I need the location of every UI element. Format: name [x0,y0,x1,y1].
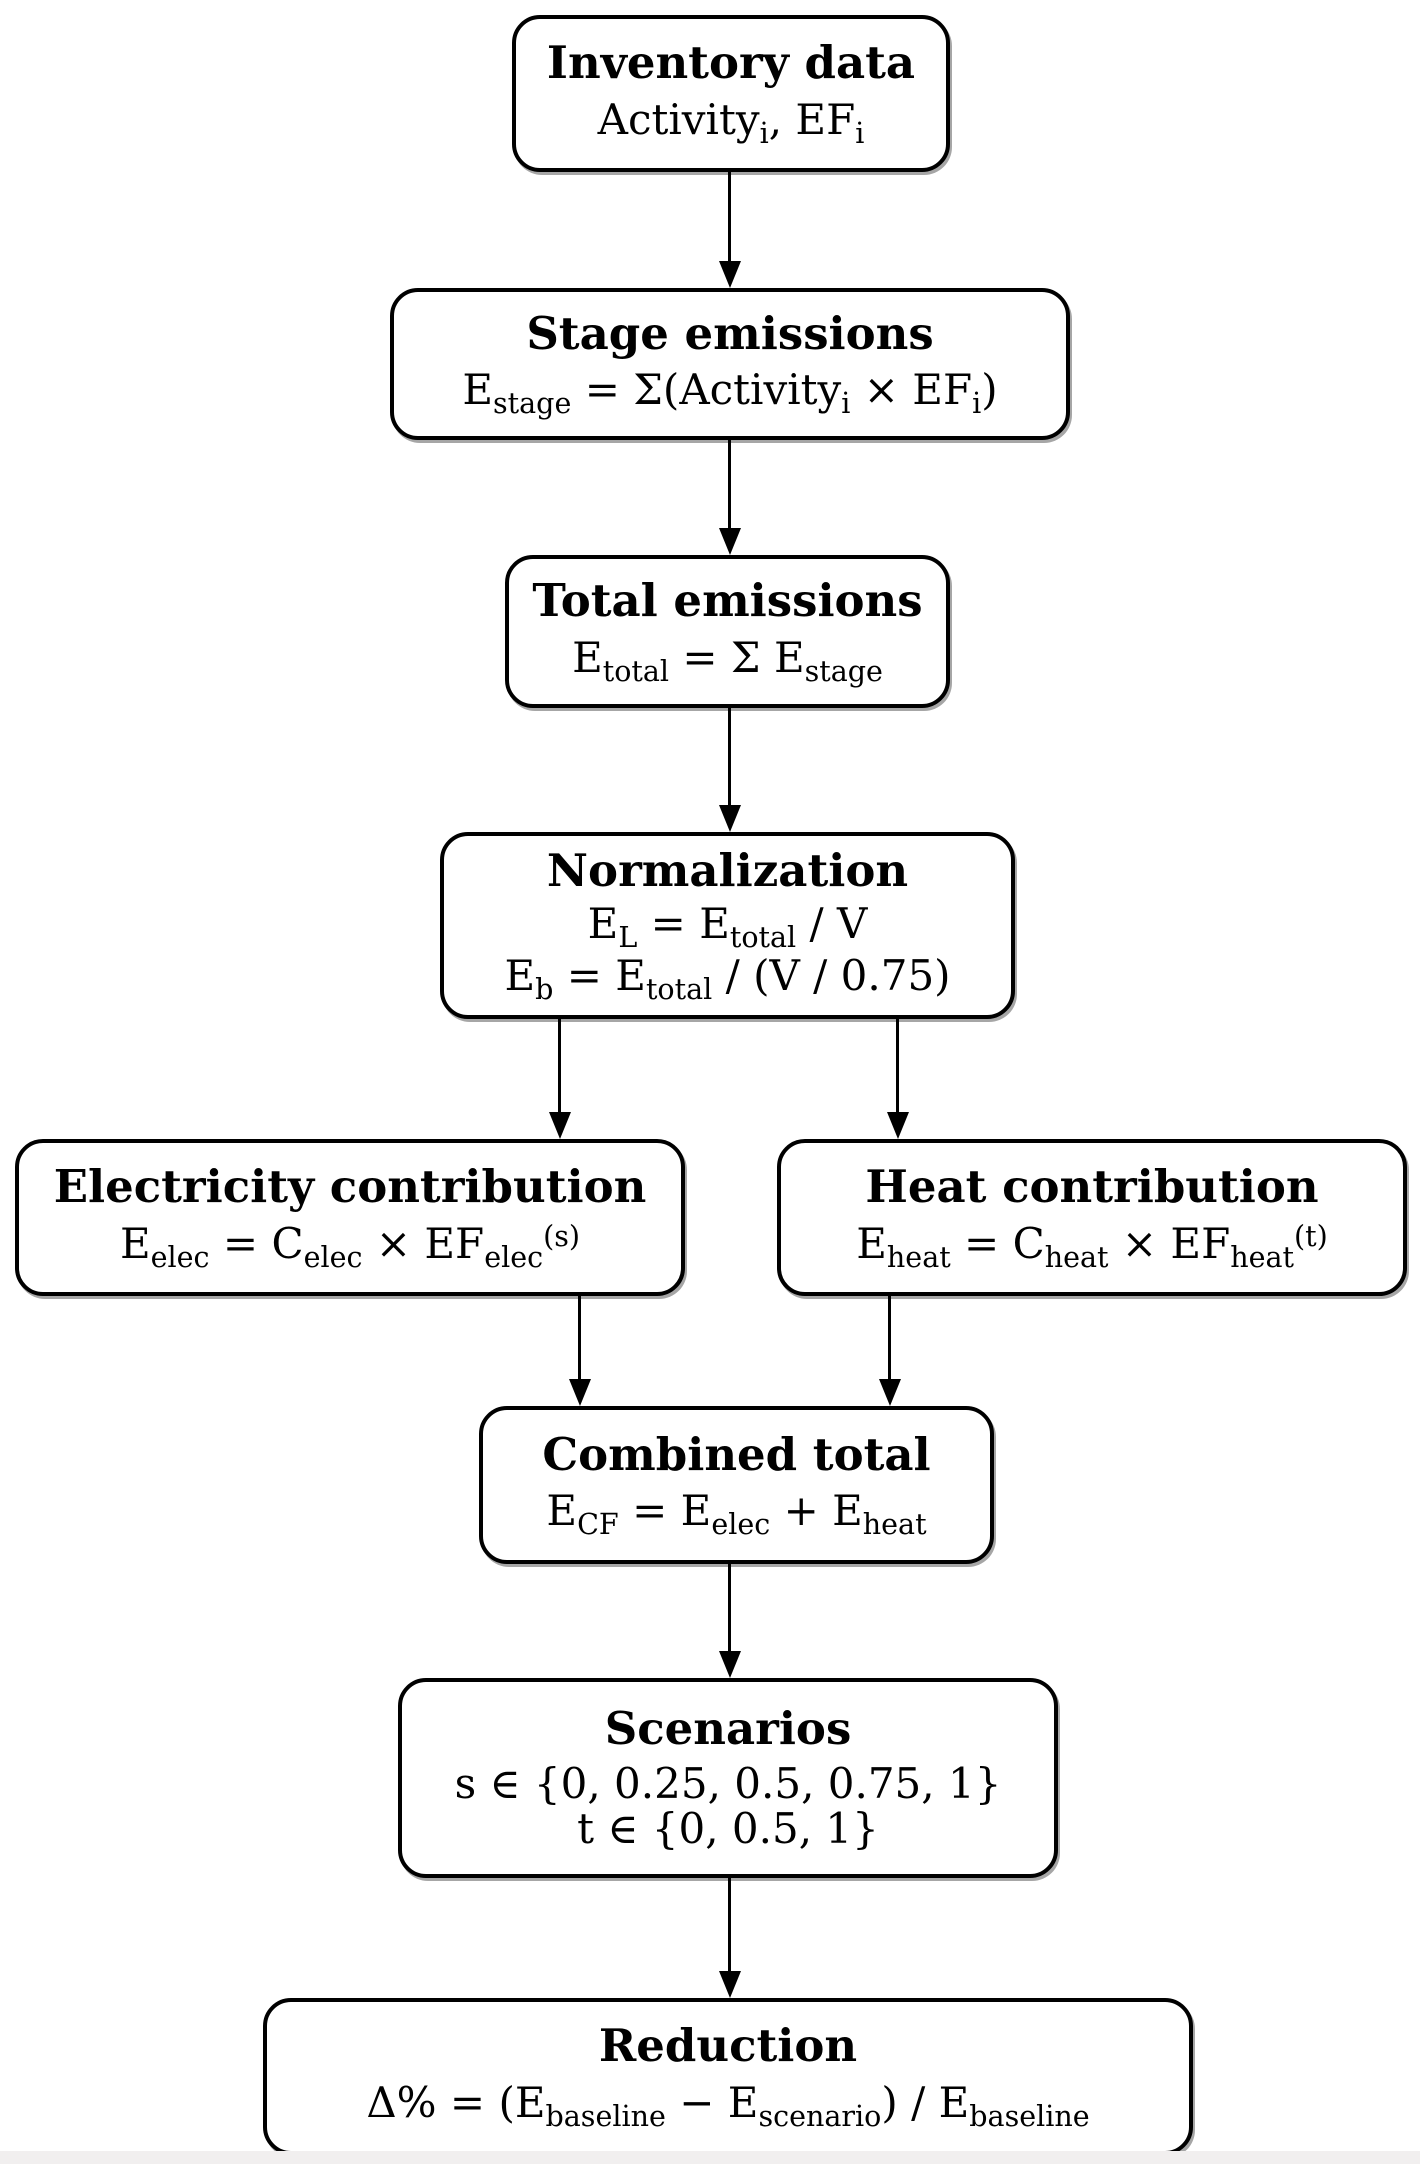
node-formula-combined-total: ECF = Eelec + Eheat [546,1486,927,1542]
arrow-shaft [896,1019,899,1114]
node-inventory-data: Inventory data Activityi, EFi [512,15,950,172]
arrow-head-icon [879,1379,901,1406]
node-formula-heat-contribution: Eheat = Cheat × EFheat(t) [856,1218,1328,1274]
node-title-total-emissions: Total emissions [532,574,923,628]
arrow-head-icon [719,261,741,288]
arrow-head-icon [569,1379,591,1406]
node-formula-electricity-contribution: Eelec = Celec × EFelec(s) [119,1218,581,1274]
node-title-stage-emissions: Stage emissions [526,306,934,360]
node-formula-stage-emissions: Estage = Σ(Activityi × EFi) [462,365,998,421]
node-title-reduction: Reduction [598,2019,858,2073]
arrow-head-icon [719,1651,741,1678]
node-stage-emissions: Stage emissions Estage = Σ(Activityi × E… [390,288,1070,440]
node-title-electricity-contribution: Electricity contribution [53,1160,647,1214]
node-title-heat-contribution: Heat contribution [865,1160,1319,1214]
arrow-shaft [728,1564,731,1653]
arrow-shaft [578,1296,581,1381]
bottom-margin-strip [0,2151,1420,2164]
arrow-head-icon [719,1971,741,1998]
node-formula-scenarios: s ∈ {0, 0.25, 0.5, 0.75, 1}t ∈ {0, 0.5, … [454,1758,1002,1854]
arrow-head-icon [719,528,741,555]
arrow-shaft [728,1878,731,1973]
node-title-scenarios: Scenarios [604,1702,852,1756]
arrow-head-icon [887,1112,909,1139]
node-electricity-contribution: Electricity contribution Eelec = Celec ×… [15,1139,685,1296]
arrow-shaft [728,708,731,807]
node-combined-total: Combined total ECF = Eelec + Eheat [479,1406,994,1564]
node-total-emissions: Total emissions Etotal = Σ Estage [505,555,950,708]
arrow-shaft [558,1019,561,1114]
node-formula-inventory-data: Activityi, EFi [597,94,865,150]
arrow-shaft [728,440,731,530]
node-title-inventory-data: Inventory data [546,36,916,90]
node-reduction: Reduction Δ% = (Ebaseline − Escenario) /… [263,1998,1193,2155]
arrow-shaft [728,172,731,263]
node-formula-total-emissions: Etotal = Σ Estage [572,632,883,688]
arrow-head-icon [719,805,741,832]
node-formula-reduction: Δ% = (Ebaseline − Escenario) / Ebaseline [366,2077,1090,2133]
arrow-head-icon [549,1112,571,1139]
arrow-shaft [888,1296,891,1381]
node-title-normalization: Normalization [546,844,909,898]
node-scenarios: Scenarios s ∈ {0, 0.25, 0.5, 0.75, 1}t ∈… [398,1678,1058,1878]
node-title-combined-total: Combined total [542,1427,931,1481]
node-heat-contribution: Heat contribution Eheat = Cheat × EFheat… [777,1139,1407,1296]
